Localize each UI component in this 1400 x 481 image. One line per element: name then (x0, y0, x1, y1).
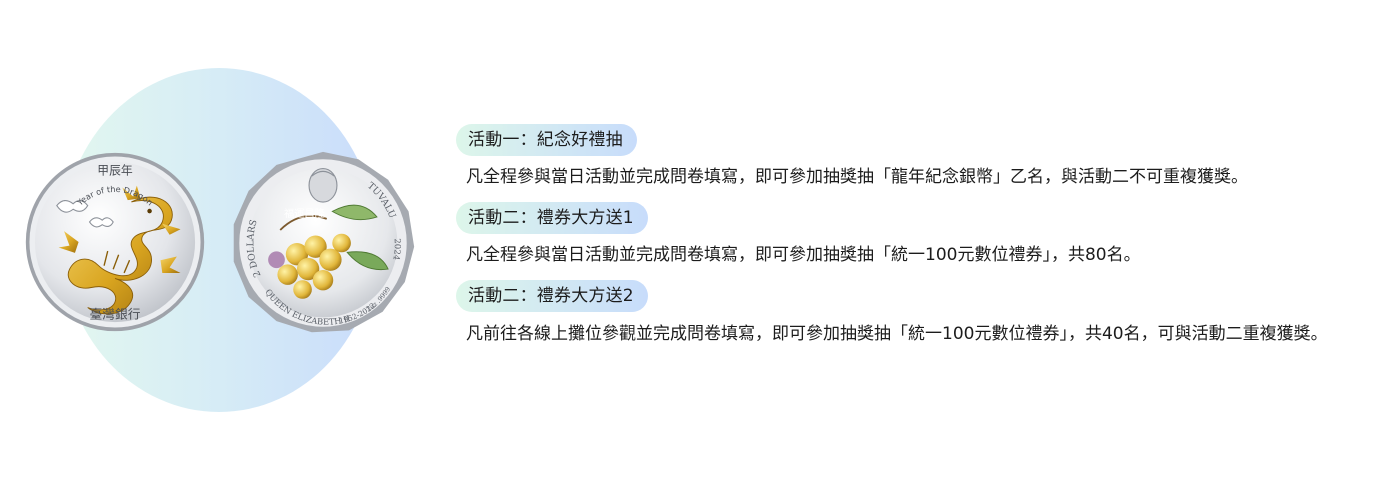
activity-description: 凡全程參與當日活動並完成問卷填寫，即可參加抽獎抽「統一100元數位禮券」，共80… (466, 245, 1141, 265)
leaf-icon (279, 204, 389, 271)
tuvalu-coin-graphic: 福運昌隆 2 DOLLARS TUVALU 2024 QUEEN ELIZABE… (233, 151, 415, 333)
activity-item: 活動二：禮券大方送2 凡前往各線上攤位參觀並完成問卷填寫，即可參加抽獎抽「統一1… (456, 280, 1386, 352)
coin-right-motif-text: 福運昌隆 (284, 207, 325, 220)
activity-list: 活動一：紀念好禮抽 凡全程參與當日活動並完成問卷填寫，即可參加抽獎抽「龍年紀念銀… (456, 124, 1386, 360)
coin-left-bottom-legend: 臺灣銀行 (90, 307, 141, 322)
activity-description: 凡前往各線上攤位參觀並完成問卷填寫，即可參加抽獎抽「統一100元數位禮券」，共4… (466, 324, 1328, 344)
activity-item: 活動一：紀念好禮抽 凡全程參與當日活動並完成問卷填寫，即可參加抽獎抽「龍年紀念銀… (456, 124, 1386, 194)
dragon-icon (58, 185, 181, 315)
activity-item: 活動二：禮券大方送1 凡全程參與當日活動並完成問卷填寫，即可參加抽獎抽「統一10… (456, 202, 1386, 272)
activity-title-pill: 活動二：禮券大方送1 (456, 202, 648, 234)
coin-right-year: 2024 (391, 238, 403, 261)
activity-title-pill: 活動二：禮券大方送2 (456, 280, 648, 312)
cloud-icon (56, 200, 114, 228)
dragon-coin-graphic: 甲辰年 Year of the Dragon 臺灣銀行 (25, 152, 205, 332)
tuvalu-coin-image: 福運昌隆 2 DOLLARS TUVALU 2024 QUEEN ELIZABE… (230, 150, 416, 336)
activity-description: 凡全程參與當日活動並完成問卷填寫，即可參加抽獎抽「龍年紀念銀幣」乙名，與活動二不… (466, 167, 1248, 187)
queen-portrait-icon (308, 168, 338, 203)
activity-title-pill: 活動一：紀念好禮抽 (456, 124, 637, 156)
longan-fruit-icon (268, 233, 351, 299)
dragon-coin-image: 甲辰年 Year of the Dragon 臺灣銀行 (24, 151, 206, 333)
coin-left-top-legend: 甲辰年 (97, 164, 133, 178)
